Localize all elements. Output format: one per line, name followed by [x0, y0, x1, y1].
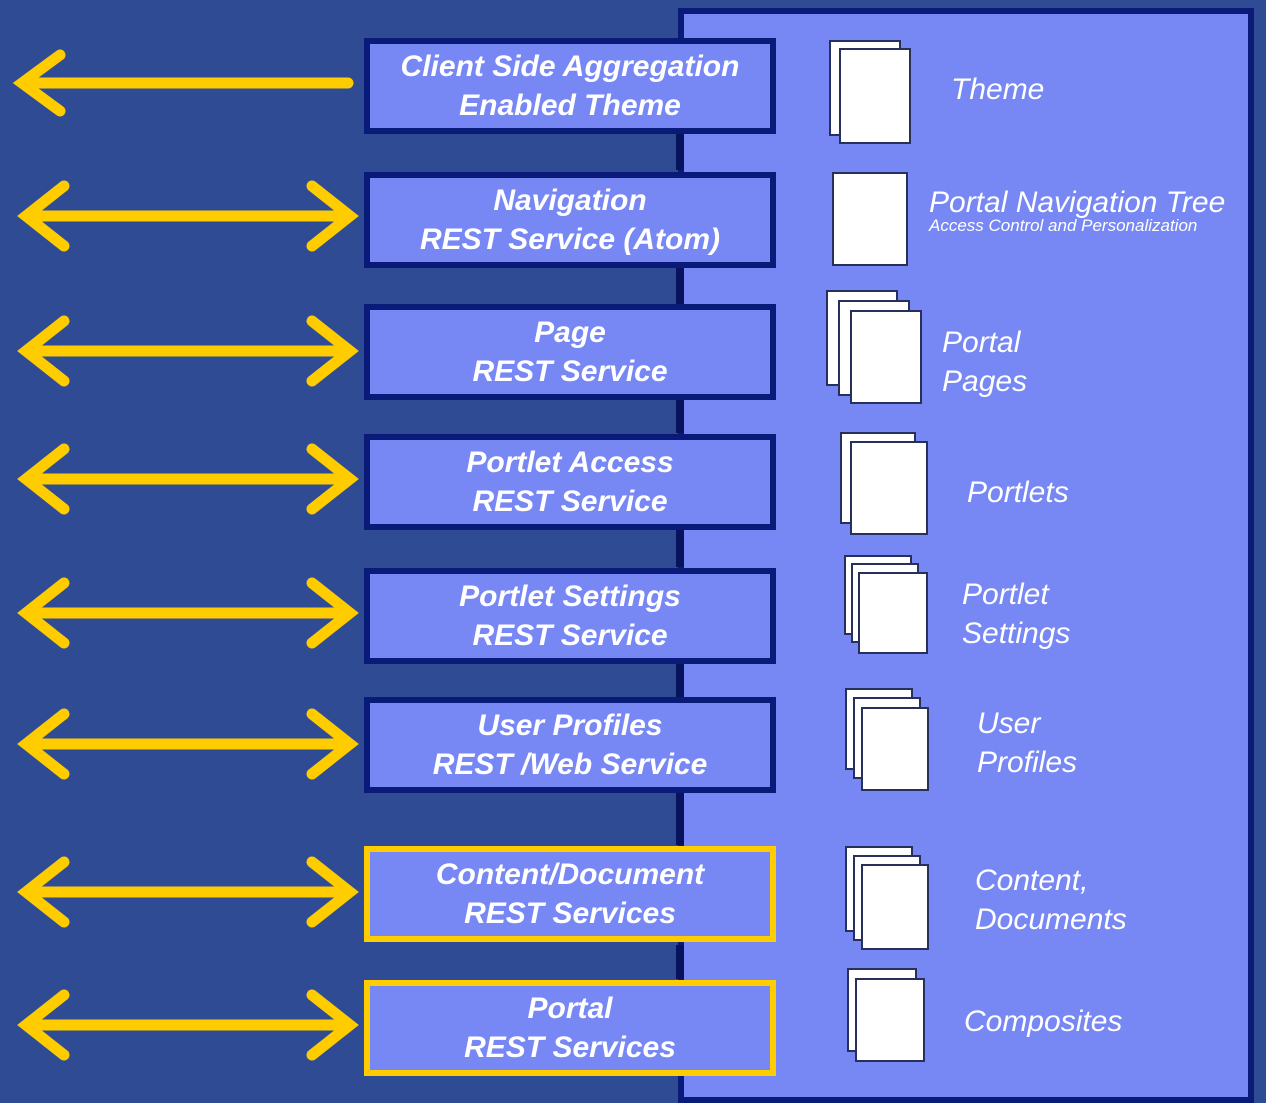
resource-title: Portlets	[967, 476, 1069, 509]
service-subtitle: REST Service	[472, 355, 668, 388]
service-subtitle: REST Service	[472, 619, 668, 652]
resource-title: Content,	[975, 864, 1089, 897]
connector-line	[676, 134, 684, 170]
service-title: Portlet Settings	[459, 580, 681, 613]
resource-subtitle: Settings	[962, 617, 1071, 650]
resource-label-content-documents: Content, Documents	[975, 861, 1127, 939]
connector-line	[676, 793, 684, 845]
resource-subtitle: Documents	[975, 903, 1127, 936]
resource-title: Portlet	[962, 578, 1049, 611]
connector-line	[676, 529, 684, 567]
resource-subtitle: Pages	[942, 365, 1028, 398]
resource-label-composites: Composites	[964, 1002, 1122, 1041]
resource-title: Theme	[951, 73, 1045, 106]
resource-subtitle: Profiles	[977, 746, 1078, 779]
resource-label-portlet-settings: Portlet Settings	[962, 575, 1070, 653]
service-box-portlet-access: Portlet Access REST Service	[364, 434, 776, 530]
service-box-portal: Portal REST Services	[364, 980, 776, 1076]
service-subtitle: REST Service (Atom)	[419, 223, 721, 256]
service-box-client-side-aggregation: Client Side Aggregation Enabled Theme	[364, 38, 776, 134]
double-arrow-icon	[17, 315, 359, 387]
service-title: Portlet Access	[466, 446, 674, 479]
service-box-page: Page REST Service	[364, 304, 776, 400]
service-title: Page	[534, 316, 606, 349]
resource-label-navigation-tree: Portal Navigation Tree Access Control an…	[929, 183, 1225, 235]
double-arrow-icon	[17, 443, 359, 515]
service-title: Navigation	[493, 184, 647, 217]
connector-line	[676, 663, 684, 697]
double-arrow-icon	[17, 856, 359, 928]
service-subtitle: REST Services	[464, 897, 676, 930]
service-title: Content/Document	[435, 858, 705, 891]
double-arrow-icon	[17, 180, 359, 252]
service-subtitle: REST /Web Service	[432, 748, 708, 781]
resource-label-portal-pages: Portal Pages	[942, 323, 1027, 401]
service-box-navigation: Navigation REST Service (Atom)	[364, 172, 776, 268]
resource-label-theme: Theme	[951, 70, 1044, 109]
service-title: Client Side Aggregation	[400, 50, 740, 83]
resource-label-user-profiles: User Profiles	[977, 704, 1077, 782]
service-box-portlet-settings: Portlet Settings REST Service	[364, 568, 776, 664]
service-box-content-document: Content/Document REST Services	[364, 846, 776, 942]
double-arrow-icon	[17, 577, 359, 649]
connector-line	[676, 399, 684, 433]
left-arrow-icon	[12, 49, 354, 117]
service-subtitle: REST Service	[472, 485, 668, 518]
connector-line	[676, 945, 684, 979]
resource-label-portlets: Portlets	[967, 473, 1069, 512]
double-arrow-icon	[17, 708, 359, 780]
service-subtitle: REST Services	[464, 1031, 676, 1064]
double-arrow-icon	[17, 989, 359, 1061]
connector-line	[676, 268, 684, 304]
resource-title: User	[977, 707, 1041, 740]
service-subtitle: Enabled Theme	[459, 89, 681, 122]
service-title: Portal	[527, 992, 613, 1025]
resource-title: Composites	[964, 1005, 1123, 1038]
resource-subtitle: Access Control and Personalization	[929, 216, 1198, 235]
service-box-user-profiles: User Profiles REST /Web Service	[364, 697, 776, 793]
service-title: User Profiles	[477, 709, 663, 742]
resource-title: Portal	[942, 326, 1021, 359]
resource-title: Portal Navigation Tree	[929, 186, 1226, 219]
